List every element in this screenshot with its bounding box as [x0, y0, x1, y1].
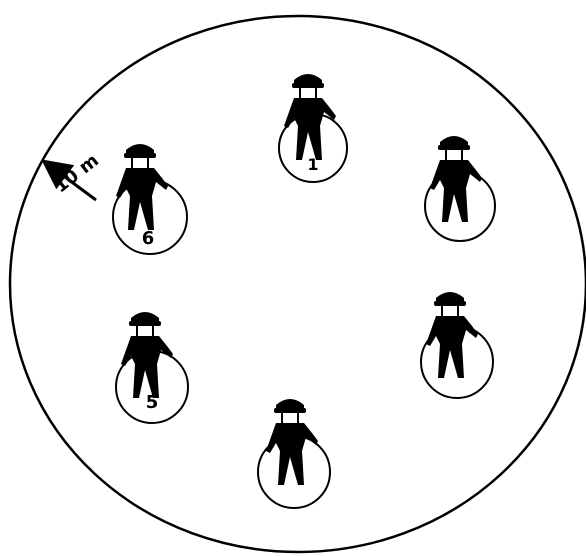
- player-3: [421, 292, 493, 398]
- player-label: 1: [307, 155, 318, 174]
- player-label: 6: [142, 228, 155, 249]
- player-label: 5: [146, 392, 159, 413]
- player-2: [425, 136, 495, 241]
- player-1: 1: [279, 74, 347, 182]
- player-5: 5: [116, 312, 188, 423]
- radius-label: 10 m: [50, 150, 102, 197]
- player-6: 6: [113, 144, 187, 254]
- player-4: [258, 399, 330, 508]
